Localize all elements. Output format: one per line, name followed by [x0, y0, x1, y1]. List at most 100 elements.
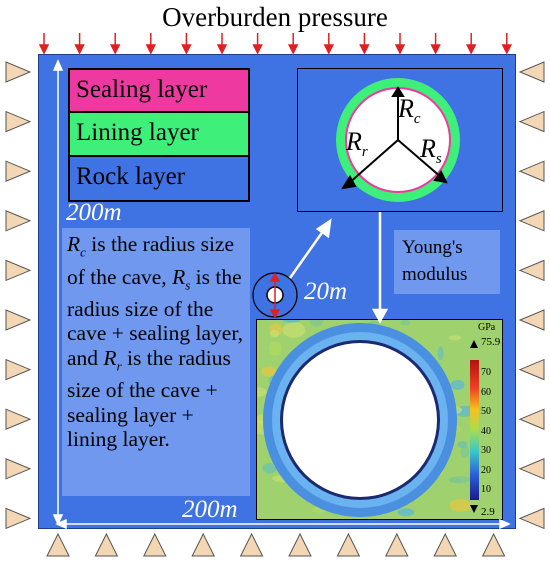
colorbar-min: 2.9: [481, 506, 495, 518]
contour-blob: [257, 387, 267, 397]
pressure-arrow-head: [359, 44, 370, 55]
left-roller-support: [5, 61, 32, 83]
vertical-dim-head-bottom: [52, 514, 64, 526]
left-roller-support: [5, 259, 32, 282]
colorbar-tick-20: 20: [481, 465, 491, 476]
contour-blob: [269, 329, 280, 338]
right-roller-support: [518, 110, 545, 133]
colorbar-tick-10: 10: [481, 484, 491, 495]
contour-blob: [450, 380, 465, 390]
pressure-arrow-head: [323, 44, 335, 55]
legend-sealing: Sealing layer: [70, 70, 248, 114]
bottom-roller-support: [239, 532, 264, 557]
contour-blob: [457, 441, 468, 448]
contour-blob: [268, 340, 282, 356]
horizontal-dim-head-left: [55, 518, 67, 530]
pressure-arrow-head: [38, 44, 50, 55]
contour-blob: [460, 445, 470, 458]
bottom-roller-support: [336, 532, 361, 557]
vertical-dim-head-top: [52, 59, 64, 71]
left-roller-support: [5, 358, 32, 381]
left-roller-support: [5, 408, 32, 430]
legend-lining: Lining layer: [70, 113, 248, 157]
colorbar-tick-30: 30: [481, 445, 491, 456]
right-roller-support: [518, 358, 545, 381]
cross-section-inset: [297, 68, 503, 212]
right-roller-support: [518, 210, 545, 232]
note-rc-text: is the radius size of the cave,: [67, 232, 234, 289]
colorbar-unit: GPa: [478, 322, 496, 333]
bottom-roller-support: [384, 532, 409, 557]
contour-blob: [397, 508, 415, 517]
horizontal-dim-head-right: [499, 518, 511, 530]
colorbar-tick-40: 40: [481, 426, 491, 437]
chart-title: Overburden pressure: [162, 2, 388, 32]
left-roller-support: [5, 458, 32, 480]
contour-svg: [257, 320, 502, 519]
inset-rc-sub: c: [413, 111, 421, 128]
bottom-roller-support: [433, 532, 458, 557]
inset-rc-head: [391, 86, 405, 97]
left-roller-support: [5, 309, 32, 331]
pointer-to-inset-head: [315, 218, 332, 239]
layer-legend: Sealing layer Lining layer Rock layer: [68, 68, 250, 202]
inset-rs-arrow: [397, 139, 443, 179]
colorbar-max: 75.9: [481, 336, 501, 348]
right-roller-support: [518, 507, 545, 530]
bottom-roller-support: [94, 532, 119, 557]
youngs-modulus-label: Young's modulus: [394, 230, 500, 294]
colorbar: [470, 360, 479, 500]
pressure-arrow-head: [145, 44, 157, 55]
colorbar-tick-70: 70: [481, 367, 491, 378]
contour-blob: [283, 320, 301, 323]
right-roller-support: [518, 458, 545, 480]
note-rr-sub: r: [116, 358, 122, 374]
inset-rr-sub: r: [361, 144, 368, 161]
pressure-arrow-head: [465, 44, 477, 55]
horizontal-dimension-label: 200m: [182, 496, 238, 523]
colorbar-tick-60: 60: [481, 387, 491, 398]
cave-dimension-label: 20m: [304, 278, 348, 305]
pressure-arrow-head: [74, 44, 85, 55]
note-rs-symbol: R: [172, 264, 186, 289]
vertical-dimension-label: 200m: [66, 199, 122, 226]
bottom-roller-support: [288, 532, 312, 557]
inset-rr-label: Rr: [346, 127, 368, 161]
contour-blob: [400, 320, 411, 326]
note-rc-sub: c: [80, 244, 86, 260]
right-roller-support: [518, 408, 545, 430]
radius-note: Rc is the radius size of the cave, Rs is…: [62, 228, 250, 496]
colorbar-tick-50: 50: [481, 406, 491, 417]
inset-rr-head: [340, 175, 357, 190]
note-rr-text: is the radius size of the cave + sealing…: [67, 345, 231, 451]
inset-rc-label: Rc: [398, 94, 421, 128]
contour-blob: [309, 320, 324, 327]
inset-rs-symbol: R: [420, 134, 436, 163]
contour-blob: [437, 346, 444, 361]
colorbar-max-marker: [470, 340, 478, 348]
colorbar-min-marker: [470, 505, 478, 513]
contour-blob: [448, 335, 462, 341]
cave-void: [283, 343, 437, 497]
pressure-arrow-head: [109, 44, 121, 55]
left-roller-support: [5, 160, 32, 182]
bottom-roller-support: [46, 532, 70, 557]
pointer-to-inset: [288, 226, 328, 279]
right-roller-support: [518, 259, 545, 282]
cave-diameter-head-top: [269, 272, 281, 282]
pressure-arrow-head: [501, 44, 513, 55]
bottom-roller-support: [142, 532, 167, 557]
bottom-roller-support: [191, 532, 216, 557]
pressure-arrow-head: [430, 44, 441, 55]
left-roller-support: [5, 110, 32, 133]
bottom-roller-support: [481, 532, 506, 557]
legend-rock: Rock layer: [70, 156, 248, 200]
note-rs-sub: s: [185, 276, 191, 292]
pressure-arrow-head: [216, 44, 228, 55]
left-roller-support: [5, 507, 32, 530]
right-roller-support: [518, 61, 545, 83]
left-roller-support: [5, 210, 32, 232]
pressure-arrow-head: [252, 44, 263, 55]
